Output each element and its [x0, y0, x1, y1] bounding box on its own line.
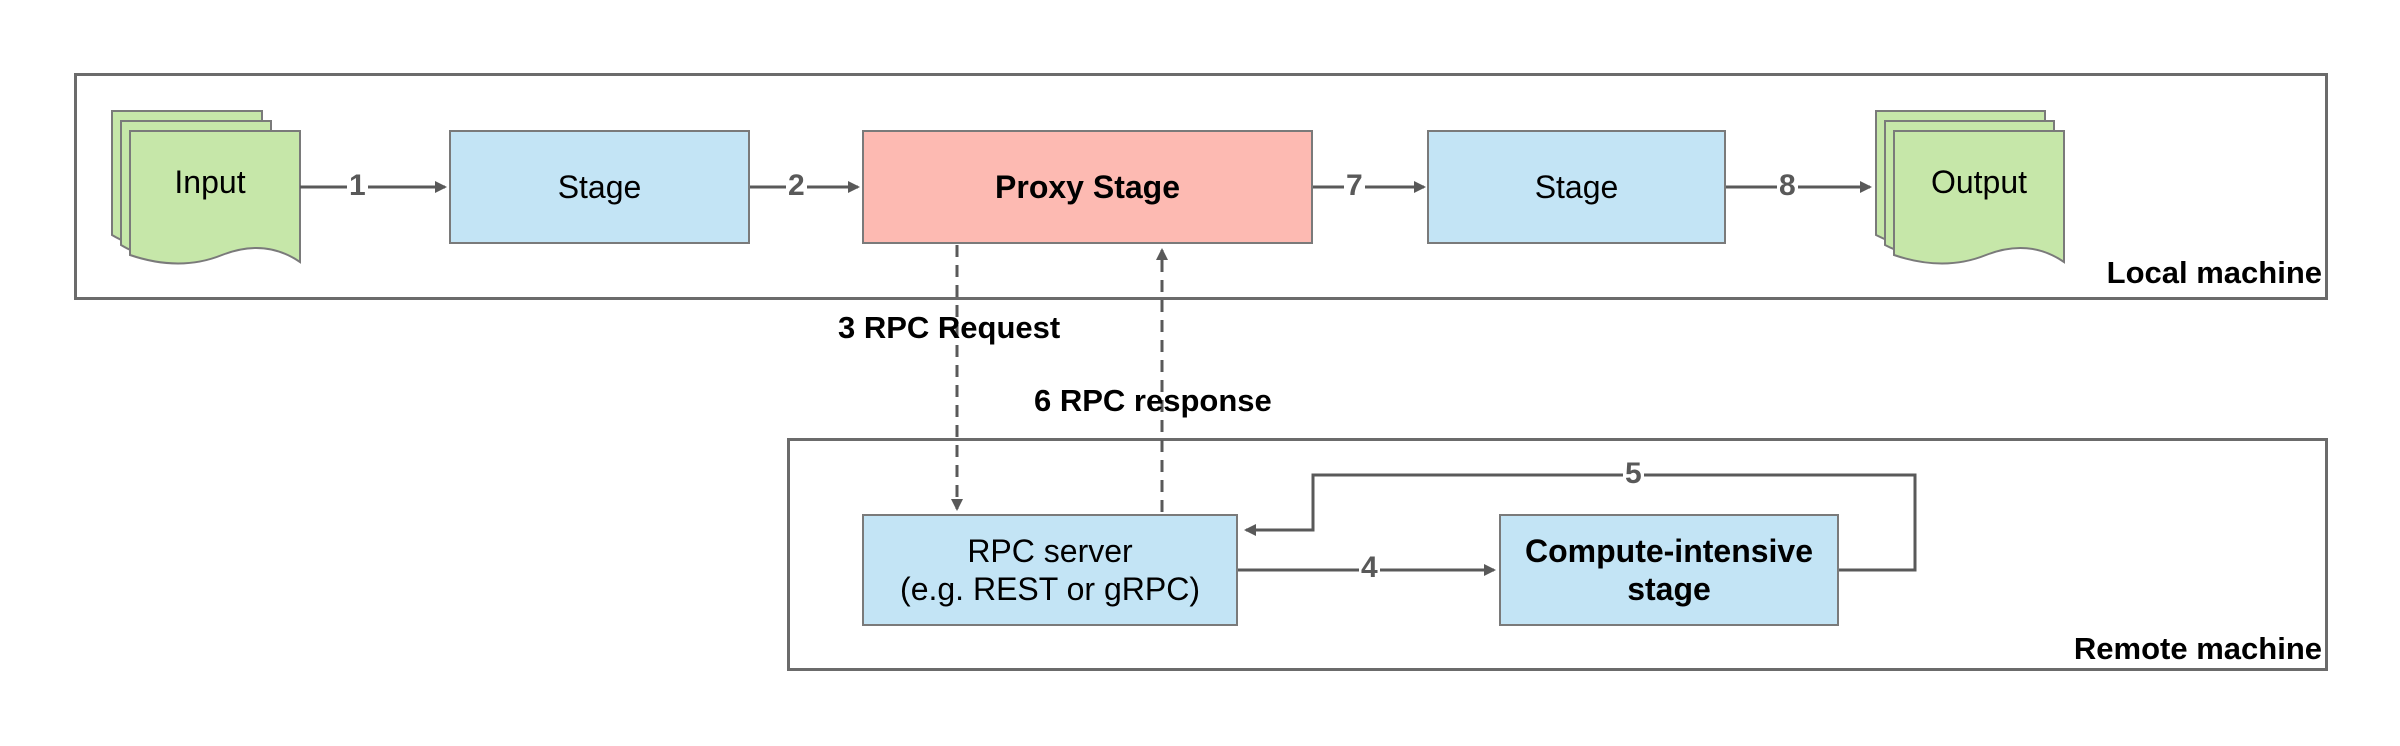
input-label: Input	[174, 164, 246, 200]
output-label: Output	[1930, 164, 2028, 200]
edge-1-label: 1	[347, 169, 368, 202]
local-machine-label: Local machine	[2106, 255, 2322, 290]
edge-5-label: 5	[1623, 457, 1644, 490]
edge-3-label: 3 RPC Request	[838, 310, 1061, 345]
input-document-icon	[111, 110, 301, 265]
stage-node-2-label: Stage	[1534, 169, 1619, 205]
compute-label-line1: Compute-intensive	[1524, 533, 1814, 569]
remote-machine-region	[787, 438, 2328, 671]
edge-4-label: 4	[1359, 551, 1380, 584]
edge-5-line	[1244, 473, 1917, 572]
edge-8-label: 8	[1777, 169, 1798, 202]
edge-6-label: 6 RPC response	[1034, 383, 1272, 418]
edge-7-label: 7	[1344, 169, 1365, 202]
stage-node-2: Stage	[1427, 130, 1726, 244]
proxy-stage-label: Proxy Stage	[995, 169, 1180, 205]
compute-label-line2: stage	[1627, 571, 1711, 607]
rpc-server-node: RPC server (e.g. REST or gRPC)	[862, 514, 1238, 626]
output-document-icon	[1875, 110, 2065, 265]
stage-node-1: Stage	[449, 130, 750, 244]
compute-intensive-node: Compute-intensive stage	[1499, 514, 1839, 626]
proxy-stage-node: Proxy Stage	[862, 130, 1313, 244]
rpc-server-label-line2: (e.g. REST or gRPC)	[900, 571, 1200, 607]
rpc-server-label-line1: RPC server	[967, 533, 1133, 569]
local-machine-region	[74, 73, 2328, 300]
remote-machine-label: Remote machine	[2073, 631, 2322, 666]
stage-node-1-label: Stage	[557, 169, 642, 205]
edge-2-label: 2	[786, 169, 807, 202]
